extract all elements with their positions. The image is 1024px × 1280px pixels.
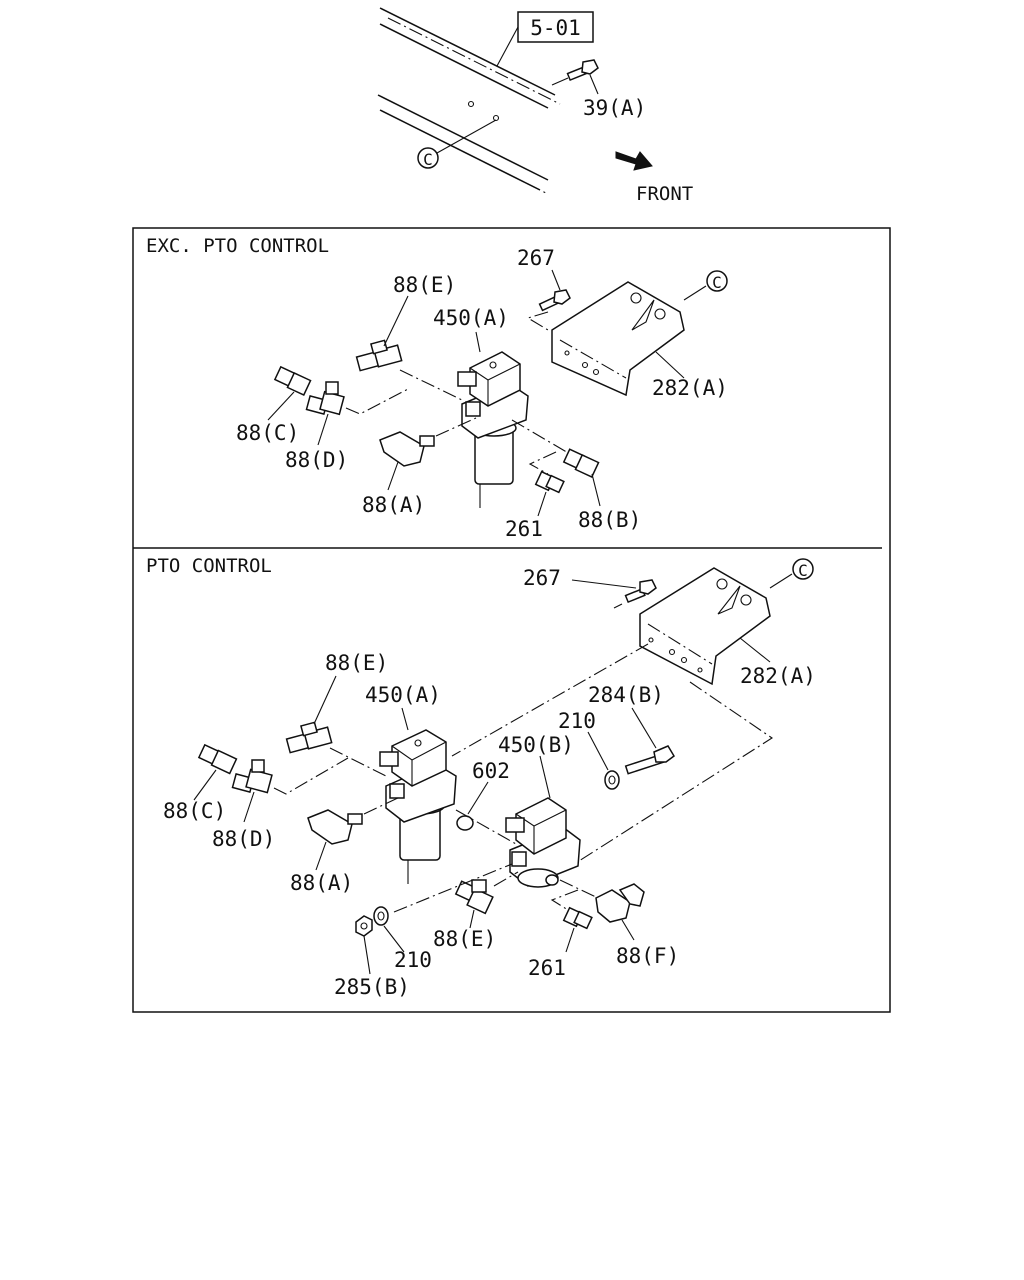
label-450a-sec2: 450(A)	[365, 683, 441, 707]
frame-rail	[377, 7, 561, 195]
connector-88c-icon	[273, 365, 312, 397]
oring-602-icon	[456, 815, 474, 831]
label-282a-sec1: 282(A)	[652, 376, 728, 400]
ref-box-label: 5-01	[530, 16, 581, 40]
marker-c-top: C	[417, 147, 439, 169]
front-label: FRONT	[636, 183, 693, 205]
label-88d-sec2: 88(D)	[212, 827, 275, 851]
connector-88b-icon	[562, 448, 600, 479]
tee-88d-icon	[305, 381, 345, 416]
elbow-88a-icon	[379, 431, 435, 467]
washer-210-bottom-icon	[373, 906, 389, 926]
valve-450a-icon	[457, 351, 529, 508]
label-88a-sec2: 88(A)	[290, 871, 353, 895]
front-arrow-icon	[615, 151, 653, 171]
label-450a-sec1: 450(A)	[433, 306, 509, 330]
label-88e-bottom: 88(E)	[433, 927, 496, 951]
label-88a-sec1: 88(A)	[362, 493, 425, 517]
label-88d-sec1: 88(D)	[285, 448, 348, 472]
marker-c-sec1: C	[706, 270, 728, 292]
connector-88e-sec2-icon	[454, 879, 494, 915]
section-title-pto: PTO CONTROL	[146, 555, 272, 577]
elbow-88a-sec2-icon	[307, 809, 363, 845]
label-261-sec1: 261	[505, 517, 543, 541]
label-284b: 284(B)	[588, 683, 664, 707]
label-88e-sec2: 88(E)	[325, 651, 388, 675]
svg-text:C: C	[423, 150, 433, 169]
bracket-282a	[551, 281, 685, 397]
label-39a: 39(A)	[583, 96, 646, 120]
label-267-sec1: 267	[517, 246, 555, 270]
bolt-39a-icon	[551, 59, 599, 86]
label-602: 602	[472, 759, 510, 783]
bolt-267-icon	[538, 289, 571, 312]
marker-c-sec2: C	[792, 558, 814, 580]
svg-text:C: C	[712, 273, 722, 292]
connector-88c-sec2-icon	[197, 743, 238, 775]
label-88b-sec1: 88(B)	[578, 508, 641, 532]
tee-88e-icon	[355, 339, 403, 372]
label-285b: 285(B)	[334, 975, 410, 999]
tee-88e-sec2-icon	[285, 721, 333, 754]
elbow-88f-icon	[595, 883, 645, 923]
svg-text:C: C	[798, 561, 808, 580]
tee-88d-sec2-icon	[231, 759, 273, 794]
label-88c-sec1: 88(C)	[236, 421, 299, 445]
parts-panel	[132, 227, 891, 1013]
washer-210-icon	[604, 770, 620, 790]
plug-261-icon	[534, 470, 565, 494]
label-88f: 88(F)	[616, 944, 679, 968]
label-88e-sec1: 88(E)	[393, 273, 456, 297]
bolt-267-sec2-icon	[624, 579, 657, 604]
label-450b: 450(B)	[498, 733, 574, 757]
label-88c-sec2: 88(C)	[163, 799, 226, 823]
section-title-exc-pto: EXC. PTO CONTROL	[146, 235, 329, 257]
bolt-284b-icon	[624, 745, 675, 775]
label-210-top: 210	[558, 709, 596, 733]
ref-box-5-01[interactable]: 5-01	[517, 11, 594, 43]
valve-450b-icon	[505, 797, 581, 888]
label-267-sec2: 267	[523, 566, 561, 590]
label-210-bottom: 210	[394, 948, 432, 972]
label-282a-sec2: 282(A)	[740, 664, 816, 688]
nut-285b-icon	[355, 915, 373, 937]
valve-450a-sec2-icon	[379, 729, 457, 884]
label-261-sec2: 261	[528, 956, 566, 980]
bracket-282a-sec2	[639, 567, 771, 686]
plug-261-sec2-icon	[562, 906, 593, 930]
